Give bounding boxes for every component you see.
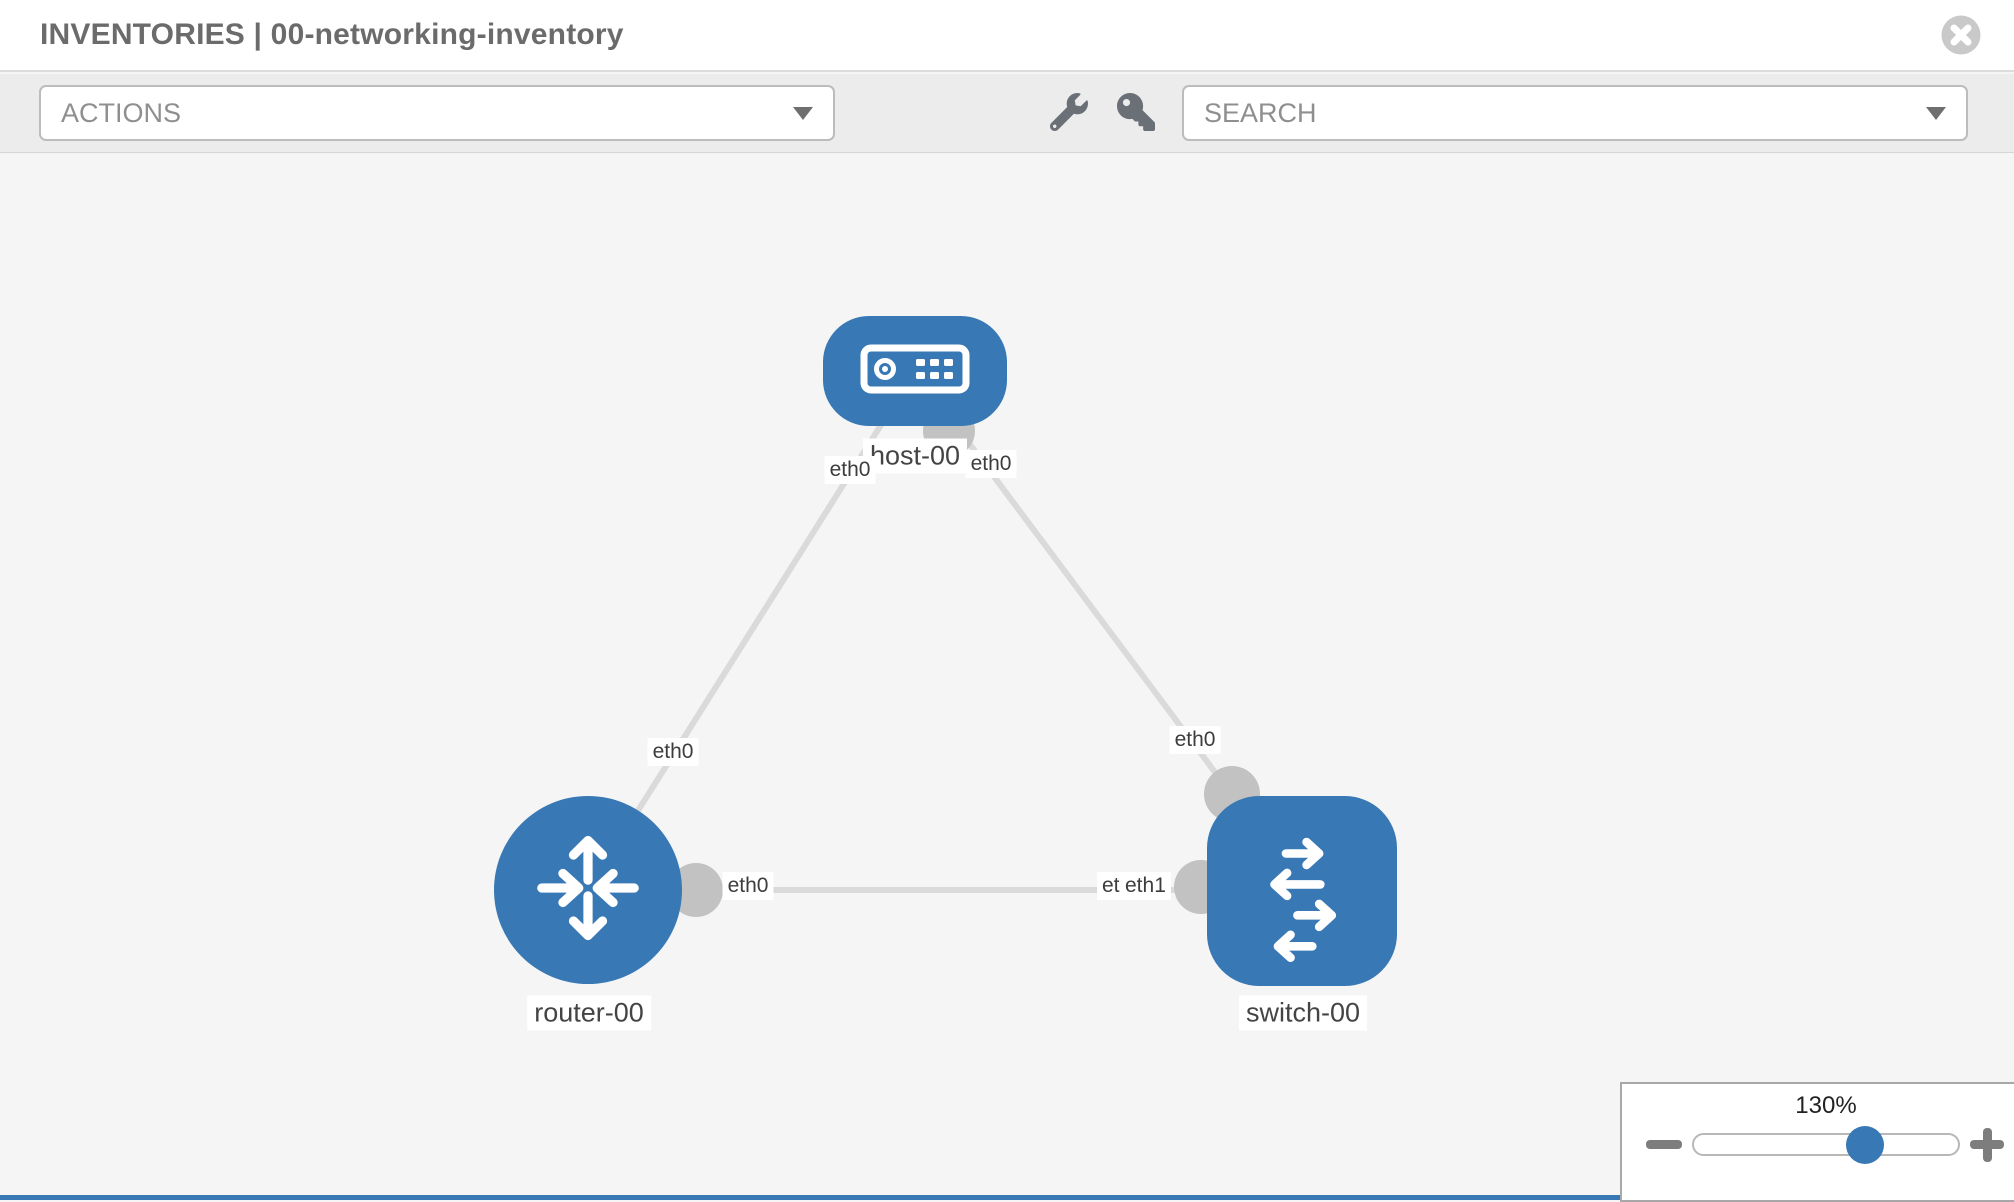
interface-label-switch-side-over: eth1 [1120,872,1171,900]
bottom-accent-bar [0,1195,1620,1200]
node-label-switch: switch-00 [1239,996,1367,1031]
chevron-down-icon [1926,107,1946,120]
header-bar: INVENTORIES | 00-networking-inventory [0,0,2014,72]
search-dropdown-label: SEARCH [1204,98,1317,129]
actions-dropdown-label: ACTIONS [61,98,181,129]
interface-label-host-right: eth0 [966,450,1017,478]
zoom-level-label: 130% [1795,1092,1856,1120]
zoom-control-panel: 130% [1620,1082,2014,1202]
interface-label-host-left: eth0 [825,456,876,484]
key-icon [1117,93,1155,136]
zoom-out-button[interactable] [1646,1140,1682,1149]
zoom-slider-thumb[interactable] [1846,1126,1884,1164]
toolbar: ACTIONS SEARCH [0,74,2014,153]
node-switch-00[interactable] [1207,796,1397,986]
node-label-host: host-00 [863,439,967,474]
page-title: INVENTORIES | 00-networking-inventory [40,18,624,52]
node-label-router: router-00 [527,996,651,1031]
credentials-button[interactable] [1113,91,1159,137]
actions-dropdown[interactable]: ACTIONS [39,85,835,141]
interface-label-link-host-router: eth0 [648,738,699,766]
node-host-00[interactable] [823,316,1007,426]
chevron-down-icon [793,107,813,120]
router-arrows-icon [522,822,654,959]
server-icon [859,343,971,400]
topology-canvas[interactable]: host-00 router-00 switch-00 eth0 eth0 et… [0,153,2014,1200]
configure-button[interactable] [1046,91,1092,137]
wrench-icon [1050,93,1088,136]
search-dropdown[interactable]: SEARCH [1182,85,1968,141]
close-button[interactable] [1941,15,1981,55]
zoom-slider-track[interactable] [1692,1133,1960,1156]
zoom-in-button-bar[interactable] [1983,1128,1992,1162]
interface-label-router-side: eth0 [723,872,774,900]
close-icon [1941,42,1981,59]
switch-arrows-icon [1239,826,1365,957]
node-router-00[interactable] [494,796,682,984]
links-layer [0,153,2014,1200]
interface-label-link-host-switch: eth0 [1170,726,1221,754]
